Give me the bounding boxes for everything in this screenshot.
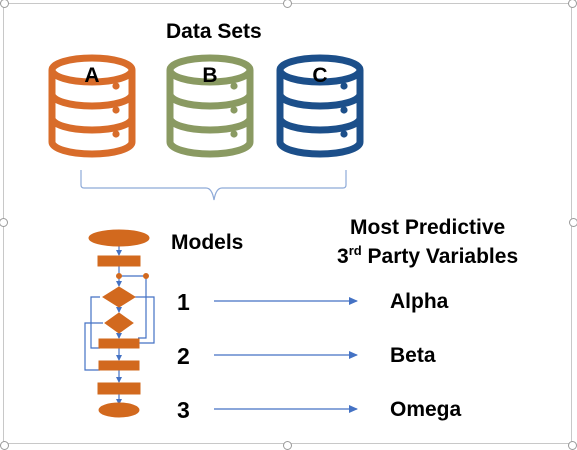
resize-handle-middle-right[interactable] bbox=[569, 218, 577, 227]
model-number-2: 2 bbox=[177, 343, 190, 369]
dataset-label-a: A bbox=[84, 64, 100, 87]
variables-header-line2: 3rd Party Variables bbox=[337, 243, 518, 269]
database-c-icon bbox=[276, 54, 364, 158]
models-label: Models bbox=[171, 231, 244, 254]
model-number-1: 1 bbox=[177, 289, 190, 315]
variables-header-rest: Party Variables bbox=[361, 245, 519, 268]
database-a-icon bbox=[48, 54, 136, 158]
flowchart-icon bbox=[84, 229, 155, 418]
dataset-label-b: B bbox=[202, 64, 218, 87]
database-b-icon bbox=[166, 54, 254, 158]
variables-header-superscript: rd bbox=[348, 243, 362, 258]
resize-handle-top-middle[interactable] bbox=[283, 0, 292, 8]
variable-beta: Beta bbox=[390, 344, 436, 367]
variables-header-line1: Most Predictive bbox=[350, 216, 506, 239]
data-sets-title: Data Sets bbox=[166, 20, 262, 43]
dataset-label-c: C bbox=[312, 64, 328, 87]
grouping-brace bbox=[80, 170, 347, 201]
variables-header-ordinal: 3 bbox=[337, 245, 349, 268]
variable-omega: Omega bbox=[390, 398, 462, 421]
resize-handle-top-left[interactable] bbox=[0, 0, 9, 8]
resize-handle-middle-left[interactable] bbox=[0, 218, 8, 227]
model-number-3: 3 bbox=[177, 397, 190, 423]
variable-alpha: Alpha bbox=[390, 290, 449, 313]
